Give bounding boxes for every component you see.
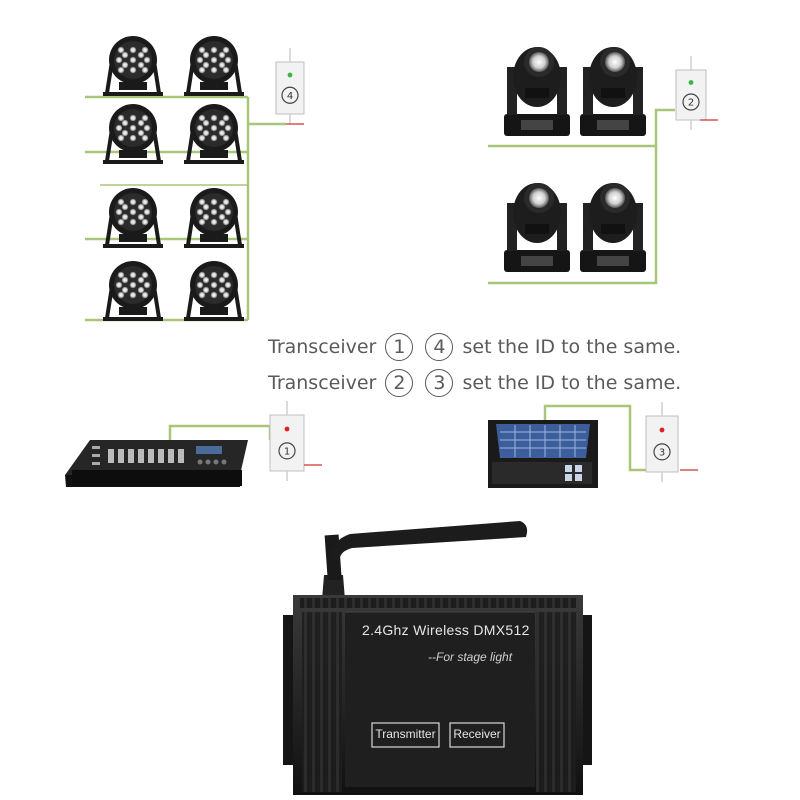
- instruction-line-2: Transceiver 2 3 set the ID to the same.: [268, 369, 681, 397]
- circled-number-1: 1: [385, 333, 414, 361]
- transceiver-3: 3: [645, 402, 679, 482]
- wireless-dmx-device: [283, 521, 592, 795]
- transceiver-number: 1: [284, 446, 290, 457]
- par-light: [103, 36, 163, 96]
- receiver-button[interactable]: Receiver: [453, 727, 501, 741]
- status-led: [659, 427, 665, 433]
- circled-number-2: 2: [385, 369, 414, 397]
- par-light: [184, 104, 244, 164]
- circled-number-4: 4: [425, 333, 454, 361]
- par-light: [184, 261, 244, 321]
- id-circle: [682, 93, 700, 111]
- transceiver-1: 1: [269, 401, 305, 481]
- par-light: [103, 104, 163, 164]
- id-circle: [278, 442, 296, 460]
- par-light-group: [103, 36, 244, 321]
- par-light: [184, 188, 244, 248]
- status-led: [284, 426, 290, 432]
- transceiver-number: 2: [688, 98, 694, 109]
- moving-head-light: [504, 47, 570, 136]
- lighting-console: [488, 420, 598, 488]
- status-led: [287, 72, 293, 78]
- transceiver-4: 4: [275, 48, 305, 124]
- moving-head-cable-network: [488, 108, 675, 285]
- circled-number-3: 3: [425, 369, 454, 397]
- moving-head-group: [504, 47, 646, 272]
- dmx-controller-desk: [65, 440, 248, 487]
- transceiver-2: 2: [675, 56, 707, 130]
- instruction-suffix: set the ID to the same.: [462, 336, 682, 358]
- device-subtitle: --For stage light: [428, 650, 513, 664]
- cable-end-markers: [286, 119, 718, 471]
- moving-head-light: [580, 47, 646, 136]
- transceiver-number: 3: [659, 447, 665, 458]
- transmitter-button[interactable]: Transmitter: [375, 727, 436, 741]
- par-light: [103, 188, 163, 248]
- id-circle: [281, 86, 299, 104]
- instruction-suffix: set the ID to the same.: [462, 372, 682, 394]
- par-light: [184, 36, 244, 96]
- device-title: 2.4Ghz Wireless DMX512: [362, 622, 530, 638]
- instruction-prefix: Transceiver: [268, 372, 377, 394]
- moving-head-light: [504, 183, 570, 272]
- id-circle: [653, 443, 671, 461]
- instruction-line-1: Transceiver 1 4 set the ID to the same.: [268, 333, 681, 361]
- par-light: [103, 261, 163, 321]
- instruction-prefix: Transceiver: [268, 336, 377, 358]
- moving-head-light: [580, 183, 646, 272]
- transceiver-number: 4: [287, 91, 293, 102]
- status-led: [688, 80, 694, 85]
